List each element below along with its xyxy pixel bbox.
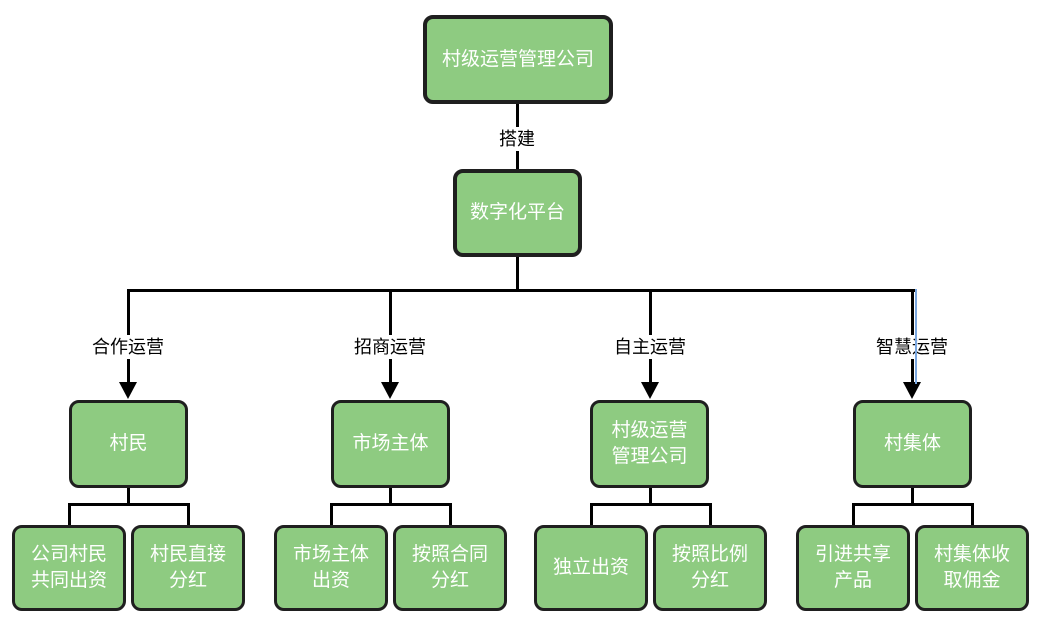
branch-node-village-company: 村级运营 管理公司: [590, 400, 709, 488]
g3-drop-b: [970, 503, 974, 525]
branch-label-0: 合作运营: [83, 335, 173, 359]
branch-label-1: 招商运营: [345, 335, 435, 359]
g1-drop-b: [448, 503, 452, 525]
edge-label-build: 搭建: [487, 127, 547, 151]
g2-stub: [648, 488, 652, 505]
leaf-node: 村民直接 分红: [131, 525, 245, 611]
arrowhead-1: [381, 382, 399, 399]
leaf-node: 引进共享 产品: [796, 525, 910, 611]
leaf-node: 按照合同 分红: [393, 525, 507, 611]
root-node: 村级运营管理公司: [423, 15, 613, 104]
g0-drop-a: [67, 503, 71, 525]
g2-drop-a: [589, 503, 593, 525]
split-bar: [127, 289, 915, 292]
g1-stub: [388, 488, 392, 505]
g2-drop-b: [708, 503, 712, 525]
leaf-node: 公司村民 共同出资: [12, 525, 126, 611]
connector-platform-split: [516, 257, 519, 292]
leaf-node: 市场主体 出资: [274, 525, 388, 611]
leaf-node: 村集体收 取佣金: [915, 525, 1029, 611]
g0-stub: [126, 488, 130, 505]
g1-bar: [329, 503, 452, 506]
branch-label-2: 自主运营: [605, 335, 695, 359]
g0-bar: [67, 503, 190, 506]
selection-highlight-line: [914, 289, 917, 384]
leaf-node: 按照比例 分红: [653, 525, 767, 611]
branch-label-3: 智慧运营: [867, 335, 957, 359]
arrowhead-2: [641, 382, 659, 399]
g1-drop-a: [329, 503, 333, 525]
g3-drop-a: [851, 503, 855, 525]
branch-node-market-entity: 市场主体: [331, 400, 450, 488]
g3-stub: [910, 488, 914, 505]
arrowhead-3: [903, 382, 921, 399]
platform-node: 数字化平台: [453, 169, 582, 257]
arrowhead-0: [119, 382, 137, 399]
g2-bar: [589, 503, 712, 506]
leaf-node: 独立出资: [534, 525, 648, 611]
branch-node-village-collective: 村集体: [853, 400, 972, 488]
g3-bar: [851, 503, 974, 506]
g0-drop-b: [186, 503, 190, 525]
branch-node-villagers: 村民: [69, 400, 188, 488]
